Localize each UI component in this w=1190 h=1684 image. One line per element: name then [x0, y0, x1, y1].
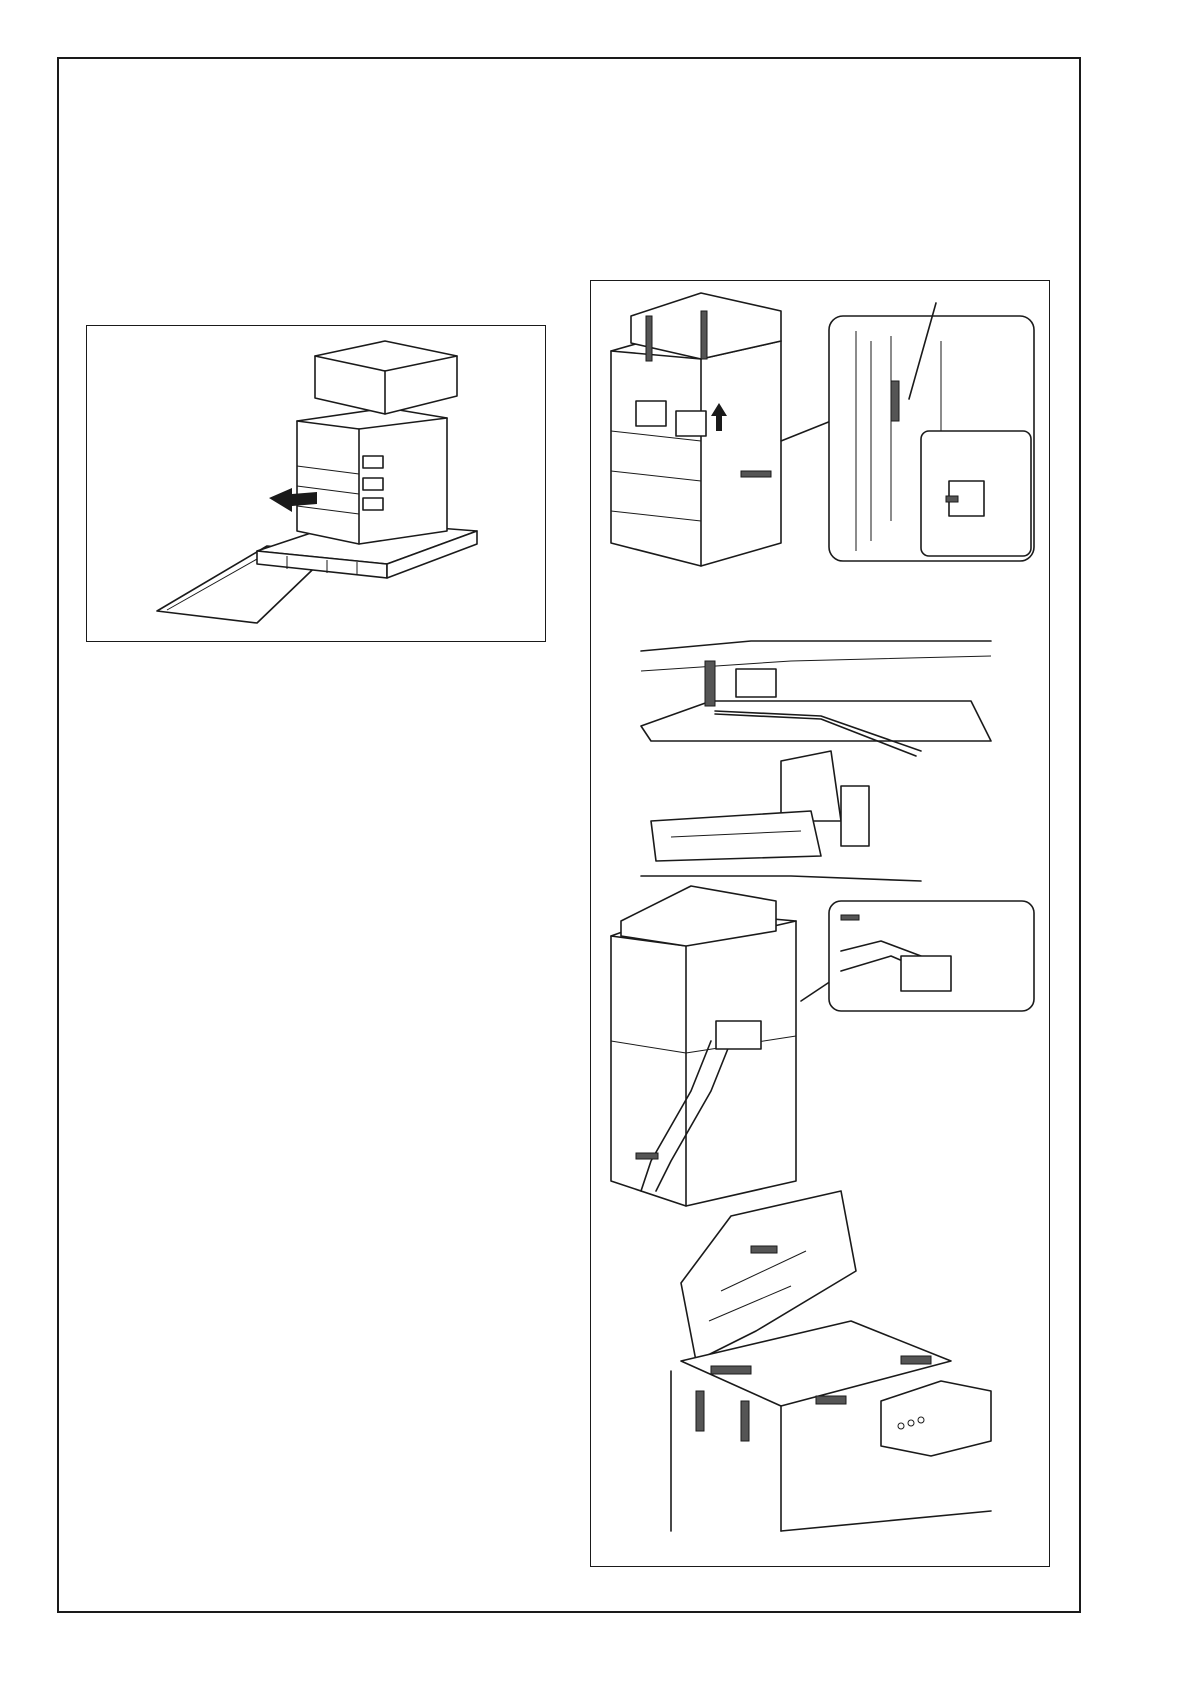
copier-rear-cable-tape-illustration	[611, 886, 1034, 1206]
scanner-interior-tape-illustration	[641, 641, 991, 881]
copier-tape-removal-illustration	[611, 293, 1034, 566]
platen-glass-tape-illustration	[671, 1191, 991, 1531]
left-figure-frame	[86, 325, 546, 642]
copier-on-pallet-with-ramp-illustration	[87, 326, 544, 640]
right-panel-frame	[590, 280, 1050, 1567]
